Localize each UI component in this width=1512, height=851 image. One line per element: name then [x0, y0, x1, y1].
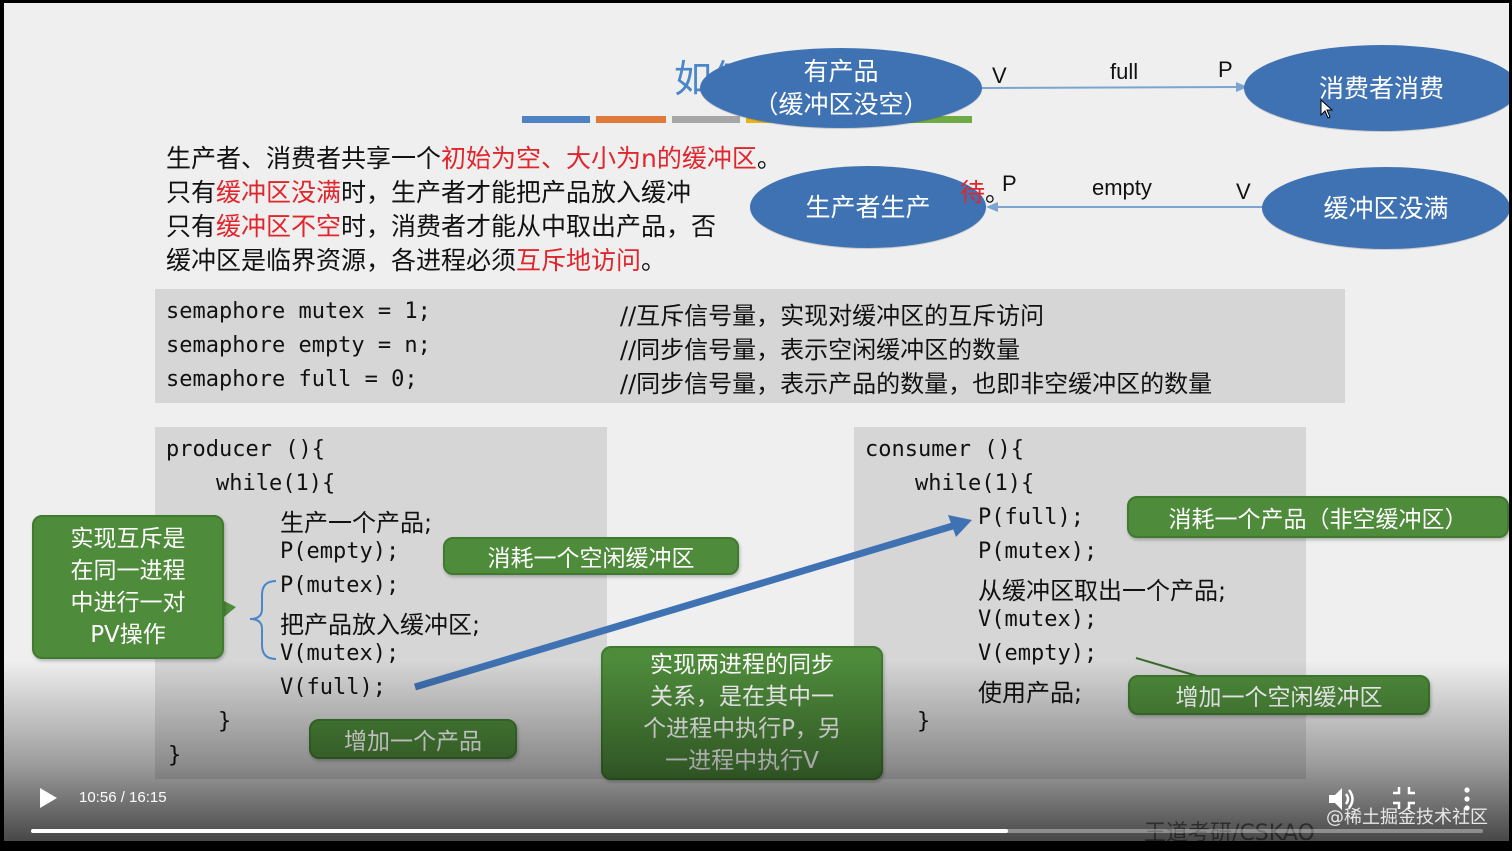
intro-line-1: 生产者、消费者共享一个初始为空、大小为n的缓冲区。: [166, 144, 782, 173]
consumer-line-5: 从缓冲区取出一个产品;: [978, 577, 1227, 605]
play-button[interactable]: [38, 787, 58, 813]
producer-produce-ellipse: 生产者生产: [750, 166, 986, 248]
top-arrow-left-label: V: [992, 63, 1007, 88]
mouse-cursor-icon: [1320, 99, 1334, 119]
exit-fullscreen-icon: [1393, 787, 1415, 809]
source-text: 王道考研/CSKAO: [1144, 821, 1315, 841]
sync-note-callout: 实现两进程的同步 关系，是在其中一 个进程中执行P，另 一进程中执行V: [601, 646, 883, 780]
consumer-line-3: P(full);: [978, 505, 1084, 530]
diagram-arrows: [981, 82, 1264, 212]
has-product-ellipse: 有产品 （缓冲区没空）: [700, 48, 982, 128]
semaphore-full-code: semaphore full = 0;: [166, 367, 418, 392]
semaphore-empty-code: semaphore empty = n;: [166, 333, 431, 358]
bottom-arrow-right-label: V: [1236, 179, 1251, 204]
consumer-line-2: while(1){: [915, 471, 1035, 496]
progress-bar[interactable]: [31, 829, 1483, 833]
consume-empty-callout: 消耗一个空闲缓冲区: [443, 537, 739, 575]
buffer-not-full-ellipse: 缓冲区没满: [1262, 167, 1509, 249]
semaphore-empty-comment: //同步信号量，表示空闲缓冲区的数量: [620, 336, 1021, 364]
intro-line-3: 只有缓冲区不空时，消费者才能从中取出产品，否: [166, 212, 717, 241]
consumer-consume-ellipse: 消费者消费: [1244, 45, 1509, 131]
producer-line-4: P(empty);: [280, 539, 400, 564]
add-product-callout: 增加一个产品: [309, 719, 517, 759]
bottom-arrow-mid-label: empty: [1092, 175, 1152, 200]
semaphore-mutex-code: semaphore mutex = 1;: [166, 299, 431, 324]
consumer-line-6: V(mutex);: [978, 607, 1098, 632]
slide: 如何 有产品 （缓冲区没空） 消费者消费 生产者生产 缓冲区没满 V full …: [4, 3, 1509, 841]
mutex-note-callout: 实现互斥是 在同一进程 中进行一对 PV操作: [32, 515, 224, 659]
volume-icon: [1329, 788, 1354, 810]
bottom-arrow-left-label: P: [1002, 171, 1017, 196]
top-arrow-mid-label: full: [1110, 59, 1139, 84]
time-display: 10:56 / 16:15: [79, 789, 167, 806]
consume-product-callout: 消耗一个产品（非空缓冲区）: [1127, 496, 1509, 538]
consumer-line-1: consumer (){: [865, 437, 1024, 462]
intro-line-2-tail: 待。: [960, 178, 1011, 207]
volume-button[interactable]: [1326, 785, 1356, 817]
intro-line-4: 缓冲区是临界资源，各进程必须互斥地访问。: [166, 246, 667, 275]
producer-line-2: while(1){: [216, 471, 336, 496]
add-empty-callout: 增加一个空闲缓冲区: [1128, 675, 1430, 715]
producer-line-3: 生产一个产品;: [280, 509, 433, 537]
progress-fill: [31, 829, 1009, 833]
consumer-line-4: P(mutex);: [978, 539, 1098, 564]
semaphore-full-comment: //同步信号量，表示产品的数量，也即非空缓冲区的数量: [620, 370, 1213, 398]
intro-line-2: 只有缓冲区没满时，生产者才能把产品放入缓冲: [166, 178, 692, 207]
watermark: @稀土掘金技术社区: [1326, 807, 1488, 828]
play-icon: [40, 788, 57, 808]
more-icon: [1464, 787, 1470, 811]
exit-fullscreen-button[interactable]: [1392, 786, 1416, 814]
more-options-button[interactable]: [1462, 786, 1472, 816]
producer-line-6: 把产品放入缓冲区;: [280, 611, 481, 639]
producer-line-5: P(mutex);: [280, 573, 400, 598]
producer-line-1: producer (){: [166, 437, 325, 462]
semaphore-declarations: [155, 289, 1345, 403]
semaphore-mutex-comment: //互斥信号量，实现对缓冲区的互斥访问: [620, 302, 1045, 330]
top-arrow-right-label: P: [1218, 57, 1233, 82]
